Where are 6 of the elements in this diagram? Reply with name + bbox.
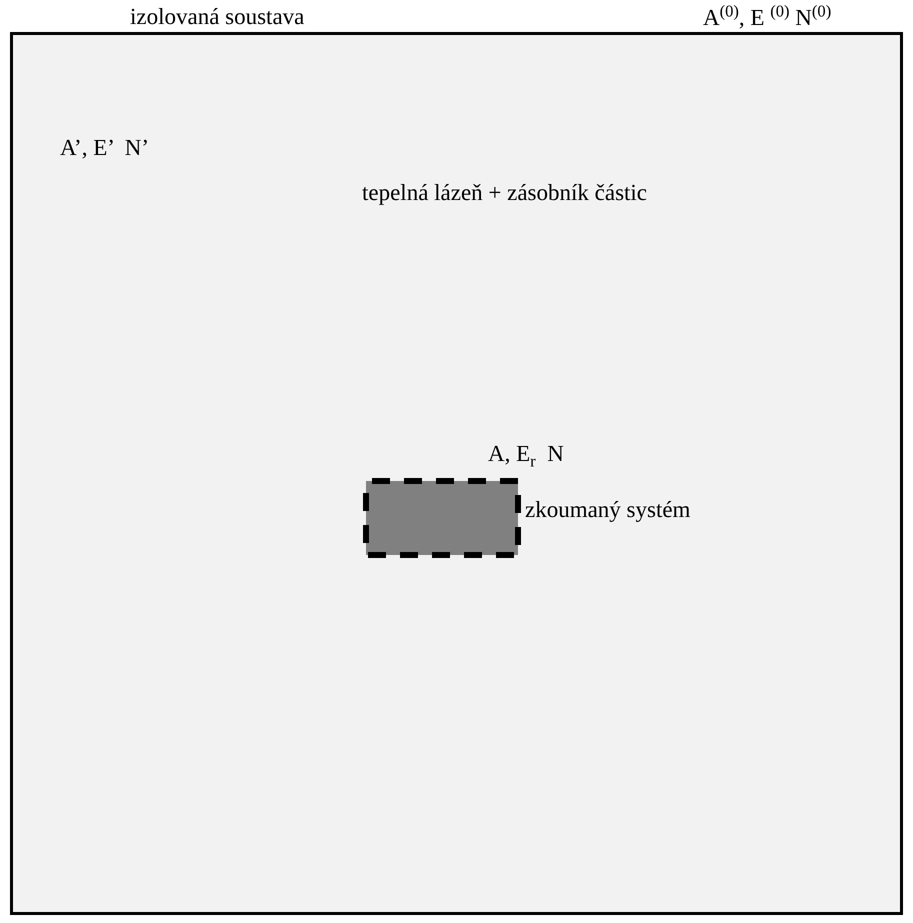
- surroundings-label: A’, E’ N’: [60, 135, 149, 160]
- isolated-system-label: izolovaná soustava: [130, 4, 304, 30]
- total-variables-label: A$^{(0)}$, E $^{(0)}$ N$^{(0)}$: [703, 5, 832, 30]
- heat-bath-label: tepelná lázeň + zásobník částic: [362, 180, 648, 206]
- system-label: zkoumaný systém: [525, 497, 690, 522]
- system-variables-label: A, E$_{r}$ N: [488, 441, 564, 466]
